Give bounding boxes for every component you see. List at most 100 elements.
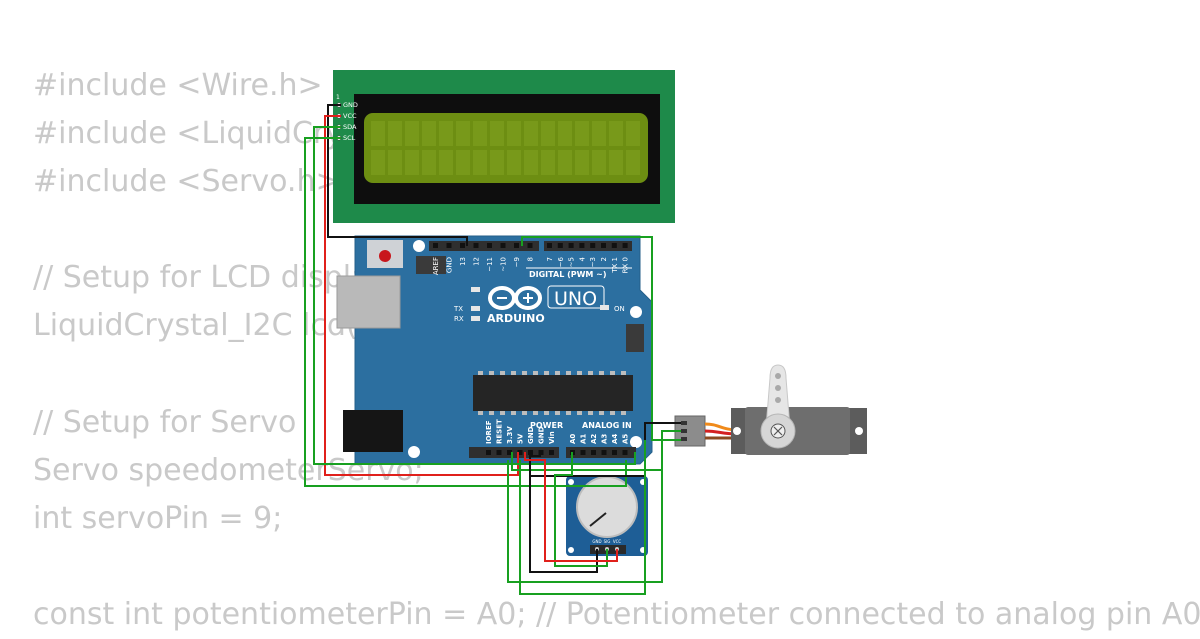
uno-model-label: UNO <box>554 288 597 310</box>
lcd-cell <box>422 150 436 175</box>
chip-leg <box>599 411 604 415</box>
servo-motor[interactable] <box>674 364 867 455</box>
header-socket <box>527 243 533 248</box>
chip-leg <box>544 371 549 375</box>
led-l <box>471 287 480 292</box>
wire-lcd-gnd[interactable] <box>327 104 468 246</box>
lcd-cell <box>473 150 487 175</box>
chip-leg <box>500 371 505 375</box>
pot-pin-label: GND <box>592 539 601 544</box>
wires[interactable] <box>304 104 681 595</box>
wire-lcd-vcc[interactable] <box>324 115 519 476</box>
digital-header-left <box>429 241 539 251</box>
wire-lcd-sda[interactable] <box>313 126 636 465</box>
power-pin-label: IOREF <box>485 420 493 444</box>
header-socket <box>557 243 563 248</box>
lcd-pin-1-label: 1 <box>336 94 340 101</box>
header-socket <box>568 243 574 248</box>
mount-hole <box>630 436 642 448</box>
header-socket <box>601 243 606 248</box>
header-socket <box>486 450 491 455</box>
lcd-cell <box>592 121 606 146</box>
chip-leg <box>599 371 604 375</box>
digital-pin-label: ~3 <box>589 257 597 267</box>
lcd-cell <box>473 121 487 146</box>
lcd-cell <box>388 150 402 175</box>
reset-button[interactable] <box>379 250 391 262</box>
lcd-cell <box>524 150 538 175</box>
lcd-cell <box>558 150 572 175</box>
header-socket <box>473 243 479 248</box>
lcd-cell <box>405 121 419 146</box>
chip-leg <box>511 411 516 415</box>
digital-pin-label: 8 <box>527 257 535 261</box>
header-socket <box>446 243 452 248</box>
digital-pin-label: ~5 <box>568 257 576 267</box>
chip-leg <box>544 411 549 415</box>
analog-pin-label: A5 <box>622 434 630 444</box>
icsp-header-side <box>626 324 644 352</box>
arduino-infinity-logo-icon <box>488 286 542 310</box>
lcd-pin-label: GND <box>343 101 358 109</box>
lcd-cell <box>456 150 470 175</box>
header-socket <box>622 243 628 248</box>
chip-leg <box>577 371 582 375</box>
power-header <box>469 447 559 458</box>
wire-servo-vcc-loop[interactable] <box>507 460 663 583</box>
servo-connector-slot <box>681 437 687 441</box>
lcd-cell <box>439 121 453 146</box>
wire-servo-gnd-loop[interactable] <box>519 440 646 595</box>
header-socket <box>500 243 506 248</box>
led-rx <box>471 316 480 321</box>
code-line: const int potentiometerPin = A0; // Pote… <box>33 597 1200 633</box>
analog-header <box>566 447 636 458</box>
pot-pin-label: VCC <box>613 539 622 544</box>
wire-pot-vcc[interactable] <box>524 452 618 562</box>
mount-hole <box>733 427 741 435</box>
analog-pin-label: A3 <box>601 434 609 444</box>
arduino-logo-text: ARDUINO <box>487 312 545 325</box>
chip-leg <box>522 411 527 415</box>
analog-pin-label: A2 <box>590 434 598 444</box>
chip-leg <box>588 371 593 375</box>
digital-pwm-label: DIGITAL (PWM ~) <box>529 270 607 279</box>
mount-hole <box>855 427 863 435</box>
chip-leg <box>555 411 560 415</box>
mount-hole <box>413 240 425 252</box>
power-pin-label: RESET <box>496 419 504 444</box>
mount-hole <box>568 479 574 485</box>
analog-in-label: ANALOG IN <box>582 421 632 430</box>
header-socket <box>433 243 438 248</box>
header-socket <box>514 243 519 248</box>
wire-pot-gnd[interactable] <box>529 452 598 573</box>
power-pin-label: 5V <box>517 433 525 444</box>
chip-leg <box>511 371 516 375</box>
header-socket <box>549 450 554 455</box>
chip-leg <box>610 371 615 375</box>
chip-leg <box>533 371 538 375</box>
wire-lcd-scl[interactable] <box>304 137 627 487</box>
servo-horn[interactable] <box>765 364 791 429</box>
digital-pin-label: ~6 <box>557 256 565 267</box>
header-socket <box>507 450 512 455</box>
atmega-chip <box>473 375 633 411</box>
lcd-cell <box>456 121 470 146</box>
chip-leg <box>588 411 593 415</box>
digital-pin-label: RX 0 <box>622 257 630 273</box>
digital-pin-label: ~9 <box>513 257 521 267</box>
usb-port <box>336 275 401 329</box>
wire-pot-sig[interactable] <box>554 452 608 567</box>
digital-pin-label: ~11 <box>486 257 494 272</box>
horn-hole <box>775 397 781 403</box>
chip-leg <box>610 411 615 415</box>
chip-leg <box>555 371 560 375</box>
horn-hole <box>775 373 781 379</box>
lcd-pin-label: SDA <box>343 123 357 131</box>
led-tx <box>471 306 480 311</box>
